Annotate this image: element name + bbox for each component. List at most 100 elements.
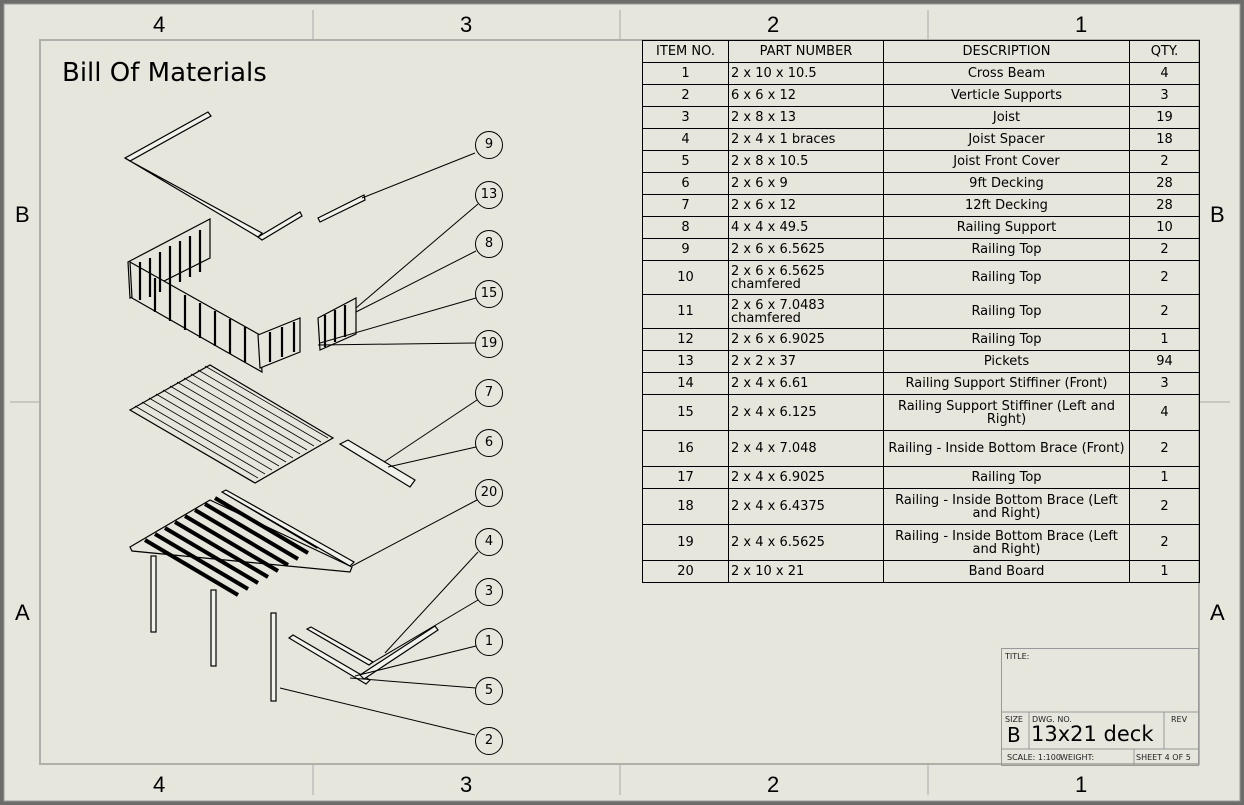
zone-col-2-bottom: 2 (767, 772, 780, 797)
weight-label: WEIGHT: (1060, 753, 1095, 762)
balloon: 6 (475, 429, 503, 457)
cell-description: Railing Top (883, 238, 1130, 261)
cell-qty: 2 (1129, 524, 1200, 561)
cell-qty: 4 (1129, 62, 1200, 85)
cell-description: Railing - Inside Bottom Brace (Front) (883, 430, 1130, 467)
cell-part-number: 2 x 6 x 6.5625 chamfered (728, 260, 884, 295)
cell-description: Verticle Supports (883, 84, 1130, 107)
cell-description: Pickets (883, 350, 1130, 373)
size-label: SIZE (1005, 715, 1023, 724)
balloon: 1 (475, 628, 503, 656)
balloon: 7 (475, 379, 503, 407)
column-header-item: ITEM NO. (642, 40, 729, 63)
cell-part-number: 2 x 4 x 7.048 (728, 430, 884, 467)
cell-item-no: 19 (642, 524, 729, 561)
cell-description: Railing Support Stiffiner (Left and Righ… (883, 394, 1130, 431)
zone-row-b-left: B (15, 202, 30, 227)
cell-item-no: 3 (642, 106, 729, 129)
cell-item-no: 4 (642, 128, 729, 151)
cell-qty: 18 (1129, 128, 1200, 151)
cell-part-number: 2 x 10 x 21 (728, 560, 884, 583)
zone-row-a-right: A (1210, 600, 1225, 625)
cell-item-no: 11 (642, 294, 729, 329)
cell-item-no: 16 (642, 430, 729, 467)
cell-qty: 2 (1129, 294, 1200, 329)
zone-col-1-top: 1 (1075, 12, 1088, 37)
title-block-grid (1002, 711, 1198, 765)
cell-item-no: 18 (642, 488, 729, 525)
title-block: TITLE: SIZE B DWG. NO. 13x21 deck REV SC… (1001, 648, 1199, 766)
cell-description: Joist (883, 106, 1130, 129)
cell-part-number: 2 x 2 x 37 (728, 350, 884, 373)
cell-qty: 2 (1129, 488, 1200, 525)
cell-part-number: 2 x 8 x 10.5 (728, 150, 884, 173)
cell-description: Railing Top (883, 260, 1130, 295)
cell-item-no: 12 (642, 328, 729, 351)
cell-description: Band Board (883, 560, 1130, 583)
zone-col-3-bottom: 3 (460, 772, 473, 797)
cell-item-no: 9 (642, 238, 729, 261)
cell-qty: 2 (1129, 150, 1200, 173)
balloon: 3 (475, 578, 503, 606)
cell-qty: 28 (1129, 194, 1200, 217)
column-header-qty: QTY. (1129, 40, 1200, 63)
cell-part-number: 2 x 6 x 6.5625 (728, 238, 884, 261)
cell-description: Railing - Inside Bottom Brace (Left and … (883, 488, 1130, 525)
cell-item-no: 8 (642, 216, 729, 239)
cell-item-no: 10 (642, 260, 729, 295)
cell-item-no: 14 (642, 372, 729, 395)
balloon: 20 (475, 479, 503, 507)
cell-description: 9ft Decking (883, 172, 1130, 195)
cell-description: 12ft Decking (883, 194, 1130, 217)
cell-description: Railing - Inside Bottom Brace (Left and … (883, 524, 1130, 561)
balloon: 4 (475, 528, 503, 556)
zone-row-a-left: A (15, 600, 30, 625)
cell-qty: 10 (1129, 216, 1200, 239)
cell-description: Cross Beam (883, 62, 1130, 85)
cell-description: Railing Top (883, 328, 1130, 351)
cell-qty: 4 (1129, 394, 1200, 431)
drawing-number: 13x21 deck (1031, 722, 1154, 746)
balloon: 2 (475, 727, 503, 755)
cell-description: Railing Support (883, 216, 1130, 239)
zone-row-b-right: B (1210, 202, 1225, 227)
cell-qty: 3 (1129, 372, 1200, 395)
cell-qty: 2 (1129, 430, 1200, 467)
cell-description: Railing Top (883, 294, 1130, 329)
cell-item-no: 2 (642, 84, 729, 107)
cell-qty: 19 (1129, 106, 1200, 129)
balloon: 19 (475, 330, 503, 358)
table-header-row: ITEM NO. PART NUMBER DESCRIPTION QTY. (642, 40, 1200, 63)
cell-part-number: 2 x 10 x 10.5 (728, 62, 884, 85)
cell-part-number: 2 x 4 x 6.61 (728, 372, 884, 395)
cell-qty: 94 (1129, 350, 1200, 373)
cell-part-number: 2 x 6 x 9 (728, 172, 884, 195)
exploded-assembly-drawing (123, 111, 439, 702)
balloon: 15 (475, 280, 503, 308)
zone-col-4-top: 4 (153, 12, 166, 37)
cell-item-no: 6 (642, 172, 729, 195)
cell-item-no: 20 (642, 560, 729, 583)
zone-col-3-top: 3 (460, 12, 473, 37)
sheet-size: B (1007, 723, 1021, 747)
cell-part-number: 2 x 6 x 6.9025 (728, 328, 884, 351)
cell-part-number: 2 x 4 x 6.5625 (728, 524, 884, 561)
